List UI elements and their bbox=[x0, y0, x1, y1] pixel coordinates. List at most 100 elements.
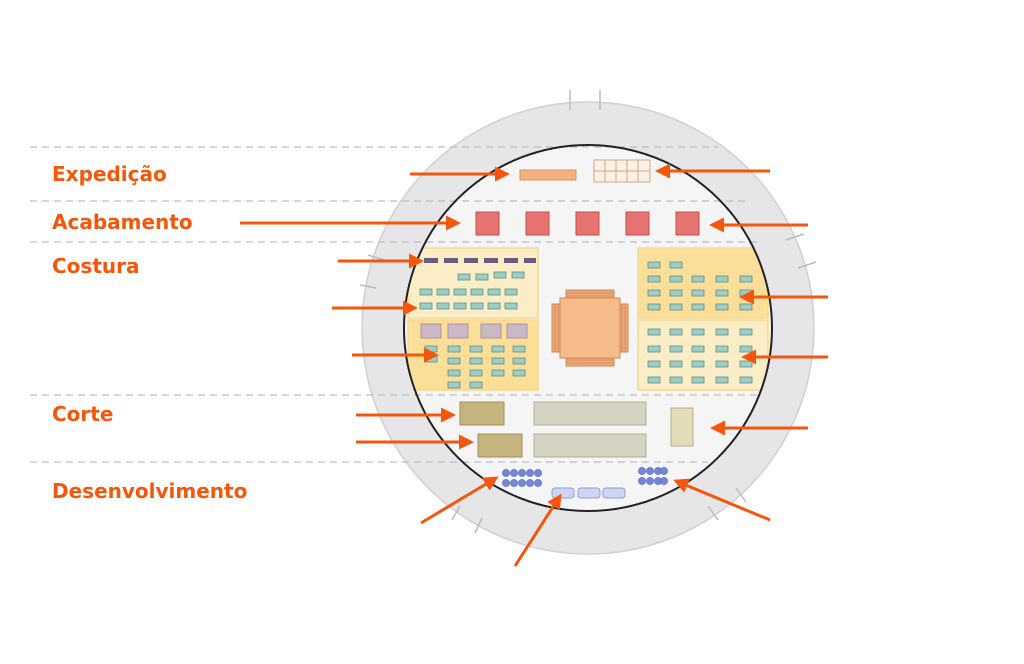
sewing-machine bbox=[669, 275, 683, 283]
sewing-machine bbox=[424, 355, 438, 363]
desenvolvimento-station bbox=[518, 479, 526, 487]
sewing-machine bbox=[504, 302, 518, 310]
label-corte: Corte bbox=[52, 402, 114, 426]
sewing-machine bbox=[647, 289, 661, 297]
ring-ticks bbox=[359, 90, 817, 534]
sewing-machine bbox=[504, 288, 518, 296]
sewing-machine bbox=[512, 357, 526, 365]
sewing-machine bbox=[739, 275, 753, 283]
label-costura: Costura bbox=[52, 254, 140, 278]
sewing-machine bbox=[475, 273, 489, 281]
desenvolvimento-station bbox=[638, 467, 646, 475]
sewing-machine bbox=[470, 302, 484, 310]
desenvolvimento-station bbox=[510, 469, 518, 477]
sewing-machine bbox=[447, 357, 461, 365]
sewing-machine bbox=[739, 345, 753, 353]
sewing-machine bbox=[715, 345, 729, 353]
label-desenvolvimento: Desenvolvimento bbox=[52, 479, 248, 503]
sewing-machine bbox=[491, 369, 505, 377]
sewing-machine bbox=[739, 289, 753, 297]
desenvolvimento-station bbox=[646, 477, 654, 485]
sewing-machine bbox=[647, 328, 661, 336]
sewing-machine bbox=[739, 376, 753, 384]
center-table bbox=[551, 289, 629, 367]
sewing-machine bbox=[447, 369, 461, 377]
expedicao-bench bbox=[519, 169, 577, 181]
desenvolvimento-station bbox=[510, 479, 518, 487]
sewing-machine bbox=[691, 376, 705, 384]
sewing-machine bbox=[691, 360, 705, 368]
costura-mauve-boxes bbox=[420, 323, 528, 339]
sewing-machine bbox=[669, 303, 683, 311]
sewing-machine bbox=[691, 275, 705, 283]
desenvolvimento-station bbox=[534, 469, 542, 477]
pointer-arrows bbox=[240, 163, 828, 567]
sewing-machine bbox=[436, 302, 450, 310]
sewing-machine bbox=[647, 345, 661, 353]
sewing-machine bbox=[691, 328, 705, 336]
desenvolvimento-station bbox=[518, 469, 526, 477]
sewing-machine bbox=[691, 345, 705, 353]
sewing-machine bbox=[436, 288, 450, 296]
acabamento-stations bbox=[475, 211, 700, 236]
sewing-machine bbox=[647, 376, 661, 384]
sewing-machine bbox=[739, 303, 753, 311]
sewing-machine bbox=[691, 303, 705, 311]
desenvolvimento-stations bbox=[502, 467, 668, 487]
sewing-machine bbox=[715, 275, 729, 283]
sewing-machine bbox=[511, 271, 525, 279]
sewing-machine bbox=[739, 360, 753, 368]
sewing-machine bbox=[469, 357, 483, 365]
desenvolvimento-station bbox=[534, 479, 542, 487]
sewing-machine bbox=[739, 328, 753, 336]
sewing-machine bbox=[647, 275, 661, 283]
sewing-machine bbox=[669, 360, 683, 368]
sewing-machine bbox=[669, 376, 683, 384]
sewing-machine bbox=[457, 273, 471, 281]
label-expedicao: Expedição bbox=[52, 162, 167, 186]
sewing-machine bbox=[493, 271, 507, 279]
sewing-machine bbox=[715, 376, 729, 384]
factory-boundary bbox=[403, 144, 773, 512]
sewing-machine bbox=[669, 261, 683, 269]
sewing-machine bbox=[419, 302, 433, 310]
sewing-machine bbox=[715, 289, 729, 297]
sewing-machine bbox=[669, 289, 683, 297]
desenvolvimento-pills bbox=[551, 487, 626, 499]
sewing-machine bbox=[453, 302, 467, 310]
sewing-machine bbox=[470, 288, 484, 296]
corte-tables bbox=[459, 401, 694, 458]
sewing-machine bbox=[487, 302, 501, 310]
sewing-machine bbox=[491, 345, 505, 353]
sewing-machine bbox=[469, 381, 483, 389]
desenvolvimento-station bbox=[660, 477, 668, 485]
sewing-machine bbox=[715, 328, 729, 336]
sewing-machine bbox=[424, 345, 438, 353]
sewing-machine bbox=[669, 328, 683, 336]
sewing-machine bbox=[447, 345, 461, 353]
costura-machines bbox=[419, 261, 753, 389]
expedicao-shelving bbox=[593, 159, 651, 183]
costura-purple-bars bbox=[424, 258, 536, 263]
sewing-machine bbox=[469, 345, 483, 353]
sewing-machine bbox=[447, 381, 461, 389]
desenvolvimento-station bbox=[526, 469, 534, 477]
sewing-machine bbox=[647, 303, 661, 311]
sewing-machine bbox=[512, 345, 526, 353]
label-acabamento: Acabamento bbox=[52, 210, 193, 234]
desenvolvimento-station bbox=[526, 479, 534, 487]
desenvolvimento-station bbox=[502, 479, 510, 487]
sewing-machine bbox=[512, 369, 526, 377]
sewing-machine bbox=[647, 360, 661, 368]
sewing-machine bbox=[487, 288, 501, 296]
sewing-machine bbox=[491, 357, 505, 365]
sewing-machine bbox=[715, 303, 729, 311]
desenvolvimento-station bbox=[638, 477, 646, 485]
sewing-machine bbox=[469, 369, 483, 377]
sewing-machine bbox=[715, 360, 729, 368]
sewing-machine bbox=[691, 289, 705, 297]
sewing-machine bbox=[647, 261, 661, 269]
desenvolvimento-station bbox=[646, 467, 654, 475]
sewing-machine bbox=[419, 288, 433, 296]
